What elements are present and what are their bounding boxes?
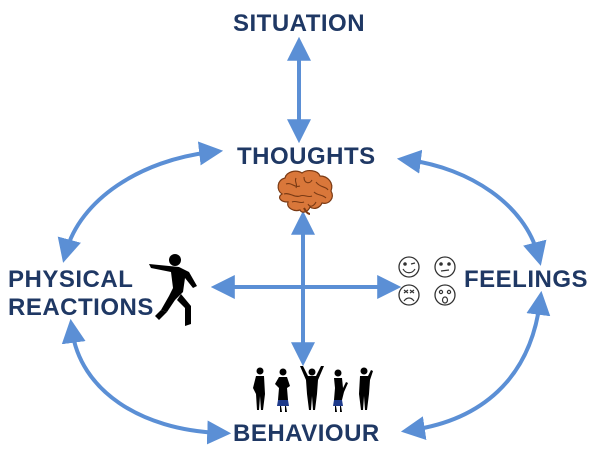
physical-reactions-label: PHYSICAL REACTIONS [8, 266, 154, 321]
feelings-label: FEELINGS [464, 266, 589, 293]
running-person-icon [149, 254, 197, 326]
behaviour-label: BEHAVIOUR [233, 420, 380, 447]
physical-label-line1: PHYSICAL [8, 266, 134, 293]
thoughts-label: THOUGHTS [237, 143, 376, 170]
brain-icon [277, 170, 333, 215]
arrow-feelings-behaviour [400, 290, 551, 441]
people-gesturing-icon [253, 366, 373, 412]
situation-label: SITUATION [233, 10, 366, 37]
physical-label-line2: REACTIONS [8, 293, 154, 321]
arrow-thoughts-physical [57, 141, 224, 263]
arrow-physical-behaviour [61, 318, 232, 445]
emoji-faces-icon [398, 256, 456, 306]
arrow-thoughts-feelings [396, 149, 547, 266]
